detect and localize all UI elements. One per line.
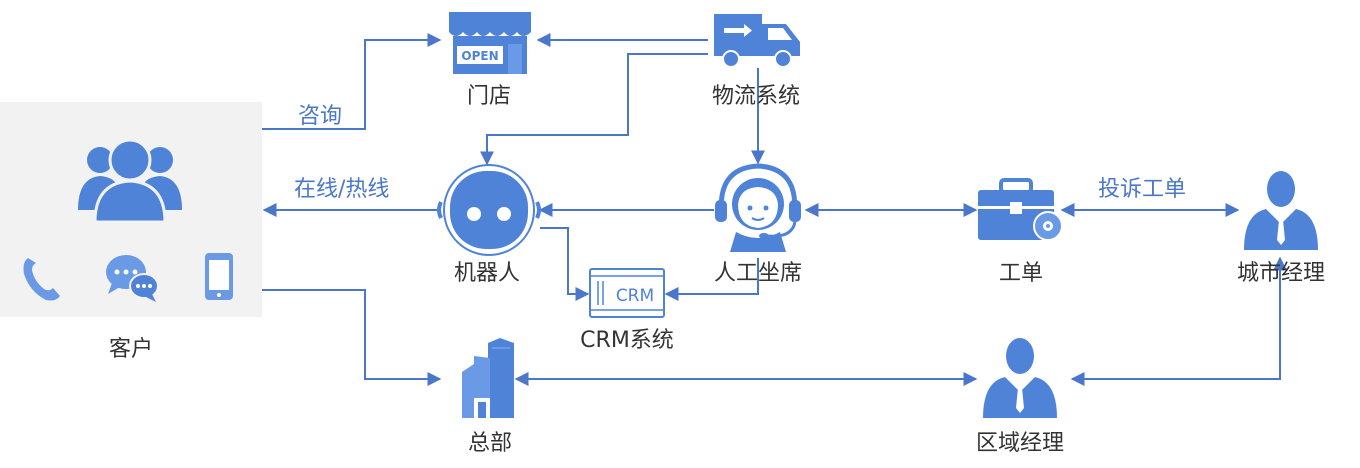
headquarters-label: 总部 (468, 431, 512, 456)
edge-regional-to-city-manager (1070, 256, 1287, 386)
city-manager-label: 城市经理 (1237, 261, 1325, 286)
customer-label: 客户 (109, 337, 153, 362)
store-icon: OPEN (449, 12, 531, 74)
robot-label: 机器人 (454, 261, 520, 286)
edge-label-consult: 咨询 (298, 104, 342, 129)
robot-icon (437, 164, 541, 256)
agent-headset-icon (715, 163, 801, 252)
edge-agent-to-crm (664, 258, 759, 301)
ticket-toolbox-icon (978, 178, 1063, 241)
truck-icon (714, 14, 800, 68)
edge-label-complaint-ticket: 投诉工单 (1098, 177, 1186, 202)
logistics-label: 物流系统 (712, 84, 800, 109)
mobile-icon (205, 253, 233, 300)
headquarters-building-icon (462, 338, 514, 418)
edge-logistics-to-robot (480, 53, 708, 166)
crm-box-text: CRM (616, 286, 654, 306)
agent-label: 人工坐席 (714, 261, 802, 286)
connectors (262, 33, 1287, 386)
chat-icon (106, 255, 159, 302)
edge-customer-to-hq (262, 289, 442, 386)
ticket-label: 工单 (999, 261, 1043, 286)
city-manager-icon (1244, 171, 1318, 250)
edge-robot-to-crm (540, 227, 590, 301)
crm-system-icon: CRM (589, 268, 665, 318)
edge-customer-to-store (262, 33, 442, 130)
phone-icon (23, 258, 60, 301)
regional-manager-label: 区域经理 (976, 431, 1064, 456)
store-label: 门店 (467, 84, 511, 109)
open-sign-text: OPEN (461, 49, 498, 63)
crm-system-label: CRM系统 (580, 328, 674, 353)
customer-group-icon (78, 138, 182, 224)
edge-label-online-hotline: 在线/热线 (294, 177, 389, 202)
regional-manager-icon (983, 338, 1057, 418)
